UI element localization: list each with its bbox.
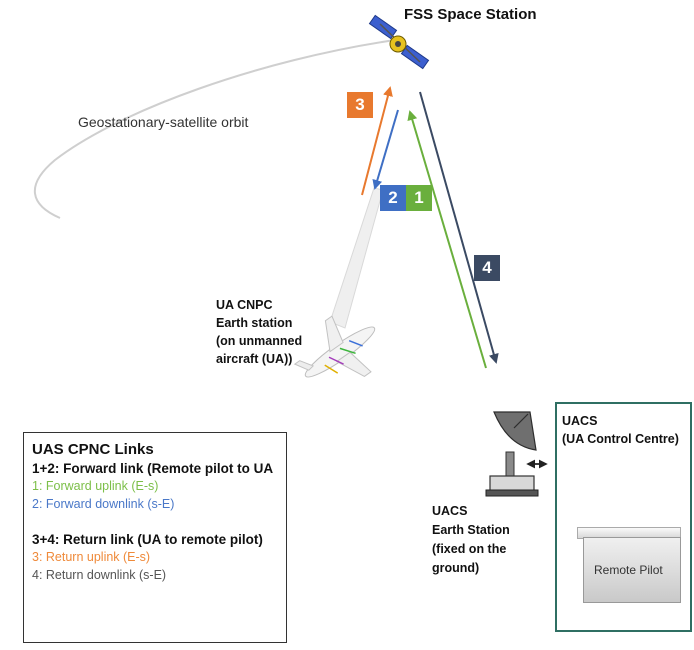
- orbit-arc: [34, 39, 396, 219]
- satellite-dish-icon: [485, 411, 539, 497]
- uacs-box-label: UACS (UA Control Centre): [562, 412, 679, 448]
- legend-title: UAS CPNC Links: [32, 441, 154, 458]
- satellite-icon: [368, 14, 430, 70]
- legend-forward-downlink: 2: Forward downlink (s-E): [32, 497, 175, 511]
- ua-station-label-line: (on unmanned: [216, 334, 303, 348]
- aircraft-icon: [293, 315, 376, 378]
- link-4-return-downlink-arrow: [419, 91, 499, 364]
- uacs-station-label: UACS Earth Station (fixed on the ground): [432, 502, 510, 578]
- link-1-forward-uplink-arrow: [407, 110, 487, 369]
- uacs-box-label-line: (UA Control Centre): [562, 432, 679, 446]
- uacs-station-label-line: (fixed on the: [432, 542, 507, 556]
- remote-pilot-label: Remote Pilot: [594, 563, 663, 577]
- legend-forward-heading: 1+2: Forward link (Remote pilot to UA: [32, 461, 274, 476]
- satellite-label: FSS Space Station: [404, 6, 537, 23]
- uacs-station-label-line: UACS: [432, 504, 468, 518]
- pilot-desk: [583, 537, 681, 603]
- link-badge-2: 2: [380, 185, 406, 211]
- link-2-forward-downlink-arrow: [372, 109, 399, 190]
- legend-spacer: [32, 515, 278, 529]
- uacs-station-label-line: Earth Station: [432, 523, 510, 537]
- orbit-label: Geostationary-satellite orbit: [78, 114, 249, 130]
- legend-box: UAS CPNC Links 1+2: Forward link (Remote…: [23, 432, 287, 643]
- legend-forward-uplink: 1: Forward uplink (E-s): [32, 479, 159, 493]
- ua-beam: [329, 187, 384, 329]
- link-badge-1: 1: [406, 185, 432, 211]
- legend-return-downlink: 4: Return downlink (s-E): [32, 568, 167, 582]
- ua-station-label-line: aircraft (UA)): [216, 352, 293, 366]
- ua-station-label-line: Earth station: [216, 316, 293, 330]
- legend-return-heading: 3+4: Return link (UA to remote pilot): [32, 532, 263, 547]
- link-3-return-uplink-arrow: [361, 86, 393, 196]
- link-badge-4: 4: [474, 255, 500, 281]
- uacs-box-label-line: UACS: [562, 414, 598, 428]
- ua-station-label: UA CNPC Earth station (on unmanned aircr…: [216, 296, 302, 368]
- link-badge-3: 3: [347, 92, 373, 118]
- ua-station-label-line: UA CNPC: [216, 298, 273, 312]
- legend-return-uplink: 3: Return uplink (E-s): [32, 550, 151, 564]
- uacs-station-label-line: ground): [432, 561, 480, 575]
